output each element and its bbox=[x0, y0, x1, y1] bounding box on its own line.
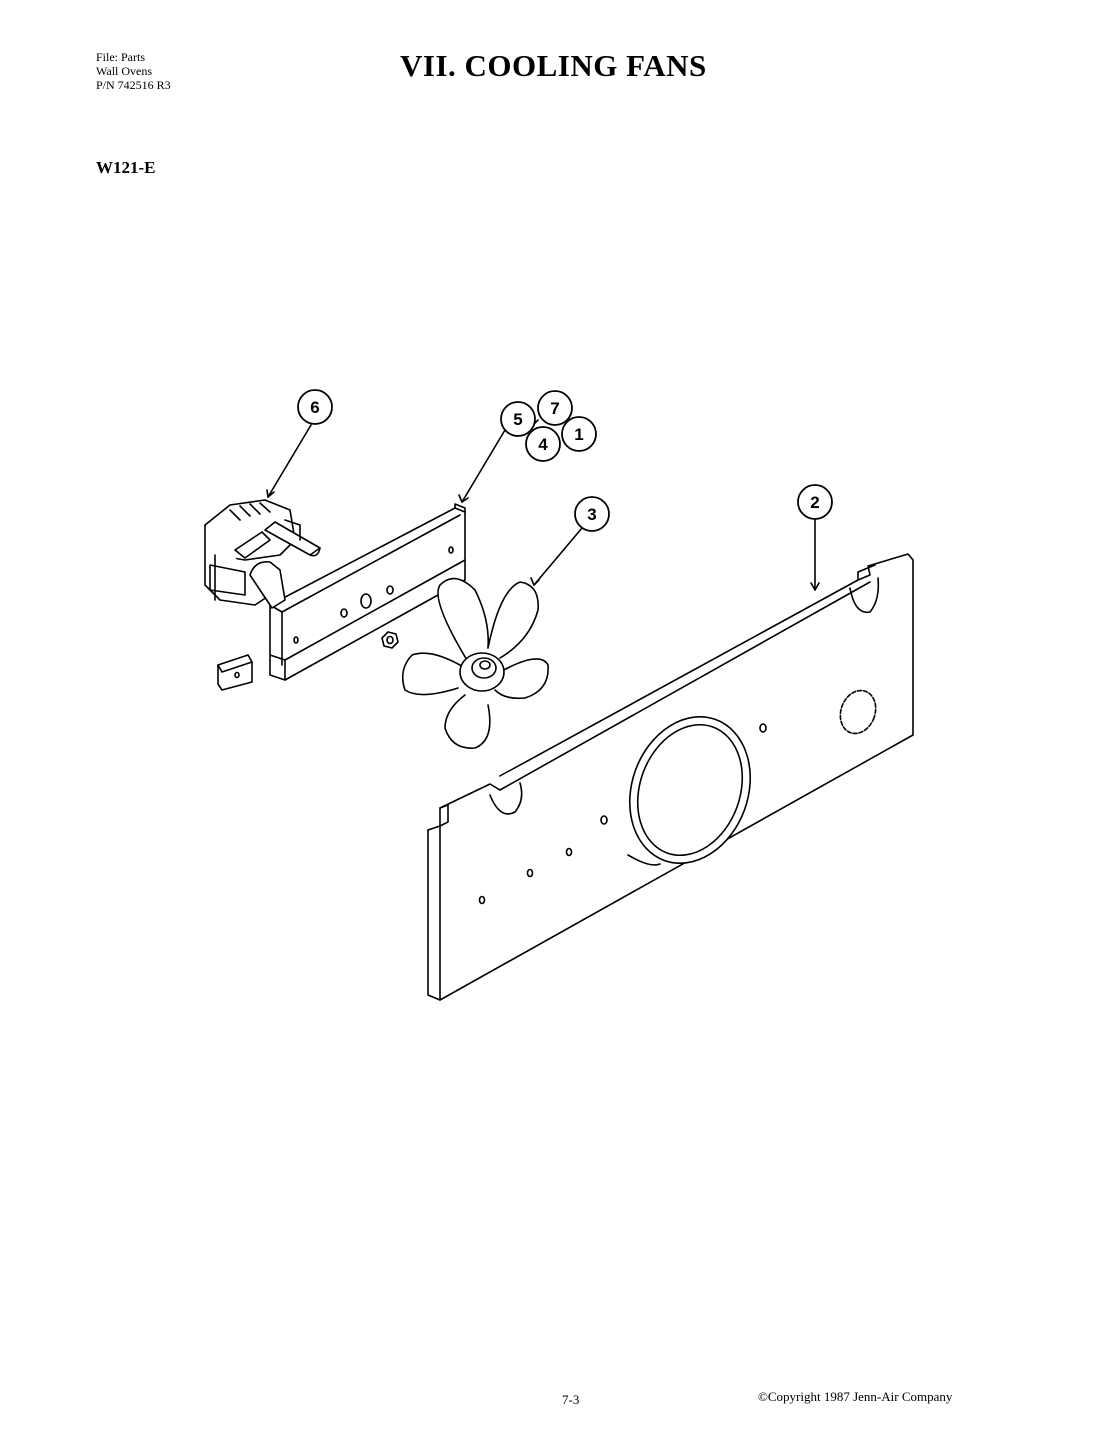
fan-panel-icon bbox=[427, 553, 914, 1001]
callout-1 bbox=[561, 416, 597, 452]
mounting-bracket-icon bbox=[269, 503, 466, 681]
nut-icon bbox=[381, 631, 399, 649]
clip-icon bbox=[217, 654, 253, 691]
copyright-notice: ©Copyright 1987 Jenn-Air Company bbox=[758, 1389, 953, 1404]
callout-2-label: 2 bbox=[810, 493, 819, 512]
callout-4 bbox=[525, 426, 561, 462]
callout-7 bbox=[537, 390, 573, 426]
callout-5-label: 5 bbox=[513, 410, 522, 429]
file-info: File: Parts Wall Ovens P/N 742516 R3 bbox=[96, 50, 171, 92]
callout-6-label: 6 bbox=[310, 398, 319, 417]
callout-6 bbox=[297, 389, 333, 425]
callout-3 bbox=[574, 496, 610, 532]
callout-3-label: 3 bbox=[587, 505, 596, 524]
callout-1-label: 1 bbox=[574, 425, 583, 444]
file-info-line: File: Parts bbox=[96, 50, 146, 64]
fan-blade-icon bbox=[401, 577, 549, 749]
model-number: W121-E bbox=[96, 158, 156, 177]
page-number: 7-3 bbox=[562, 1392, 580, 1407]
callout-7-label: 7 bbox=[550, 399, 559, 418]
callout-4-label: 4 bbox=[538, 435, 548, 454]
callout-5 bbox=[500, 401, 536, 437]
fan-motor-icon bbox=[204, 499, 321, 609]
page-title: VII. COOLING FANS bbox=[400, 48, 707, 83]
file-info-line: P/N 742516 R3 bbox=[96, 78, 171, 92]
callout-2 bbox=[797, 484, 833, 520]
file-info-line: Wall Ovens bbox=[96, 64, 153, 78]
